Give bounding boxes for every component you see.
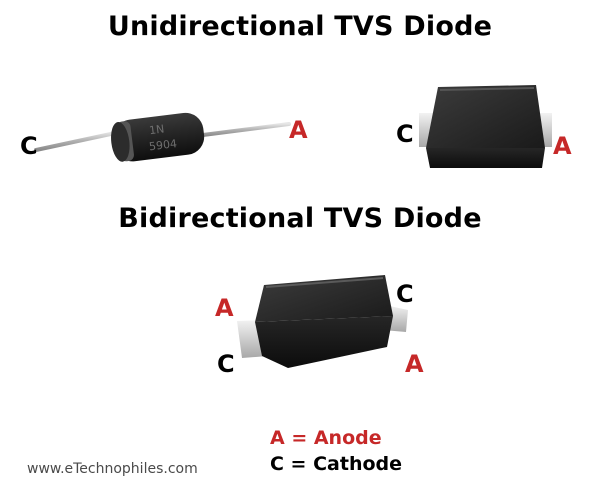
body-marking-bottom: 5904 [148, 137, 177, 153]
smd-body-top [426, 85, 545, 148]
bidir-top-right-label: C [396, 280, 414, 308]
smd-body-side [426, 148, 545, 168]
axial-tvs-diode: 1N 5904 [34, 112, 291, 162]
legend-cathode: C = Cathode [270, 453, 403, 475]
unidirectional-title: Unidirectional TVS Diode [107, 11, 493, 42]
smd-cathode-label: C [396, 120, 414, 148]
bidir-body-top [255, 275, 393, 322]
legend-anode: A = Anode [270, 427, 382, 449]
bidir-bottom-right-label: A [405, 350, 424, 378]
bidir-bottom-left-label: C [217, 350, 235, 378]
smd-anode-label: A [553, 132, 572, 160]
cathode-lead [34, 130, 122, 152]
body-marking-top: 1N [148, 122, 165, 137]
smd-bidirectional-diode [237, 275, 408, 368]
smd-unidirectional-diode [419, 85, 552, 168]
bidirectional-title: Bidirectional TVS Diode [118, 203, 482, 234]
axial-diode-body [113, 112, 205, 162]
axial-cathode-label: C [20, 132, 38, 160]
anode-lead [193, 122, 291, 138]
watermark: www.eTechnophiles.com [27, 461, 198, 477]
bidir-top-left-label: A [215, 294, 234, 322]
axial-anode-label: A [289, 116, 308, 144]
bidir-body-side [255, 316, 393, 368]
